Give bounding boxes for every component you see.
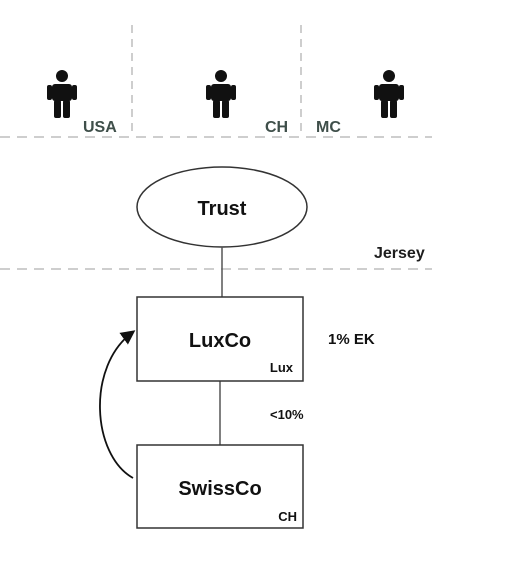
luxco-node bbox=[136, 296, 304, 382]
person-usa-icon bbox=[47, 70, 77, 118]
swissco-node bbox=[136, 444, 304, 529]
swissco-jurisdiction: CH bbox=[278, 509, 297, 524]
luxco-label: LuxCo bbox=[189, 330, 251, 352]
country-label-ch: CH bbox=[265, 119, 288, 136]
country-label-mc: MC bbox=[316, 119, 341, 136]
swissco-label: SwissCo bbox=[178, 478, 261, 500]
person-mc-icon bbox=[374, 70, 404, 118]
zone-label-jersey: Jersey bbox=[374, 245, 425, 262]
luxco-equity-annotation: 1% EK bbox=[328, 331, 375, 348]
swissco-to-luxco-arrow bbox=[99, 330, 136, 479]
trust-label: Trust bbox=[198, 198, 247, 220]
person-ch-icon bbox=[206, 70, 236, 118]
luxco-jurisdiction: Lux bbox=[270, 360, 294, 375]
country-label-usa: USA bbox=[83, 119, 117, 136]
holding-share-annotation: <10% bbox=[270, 407, 304, 422]
